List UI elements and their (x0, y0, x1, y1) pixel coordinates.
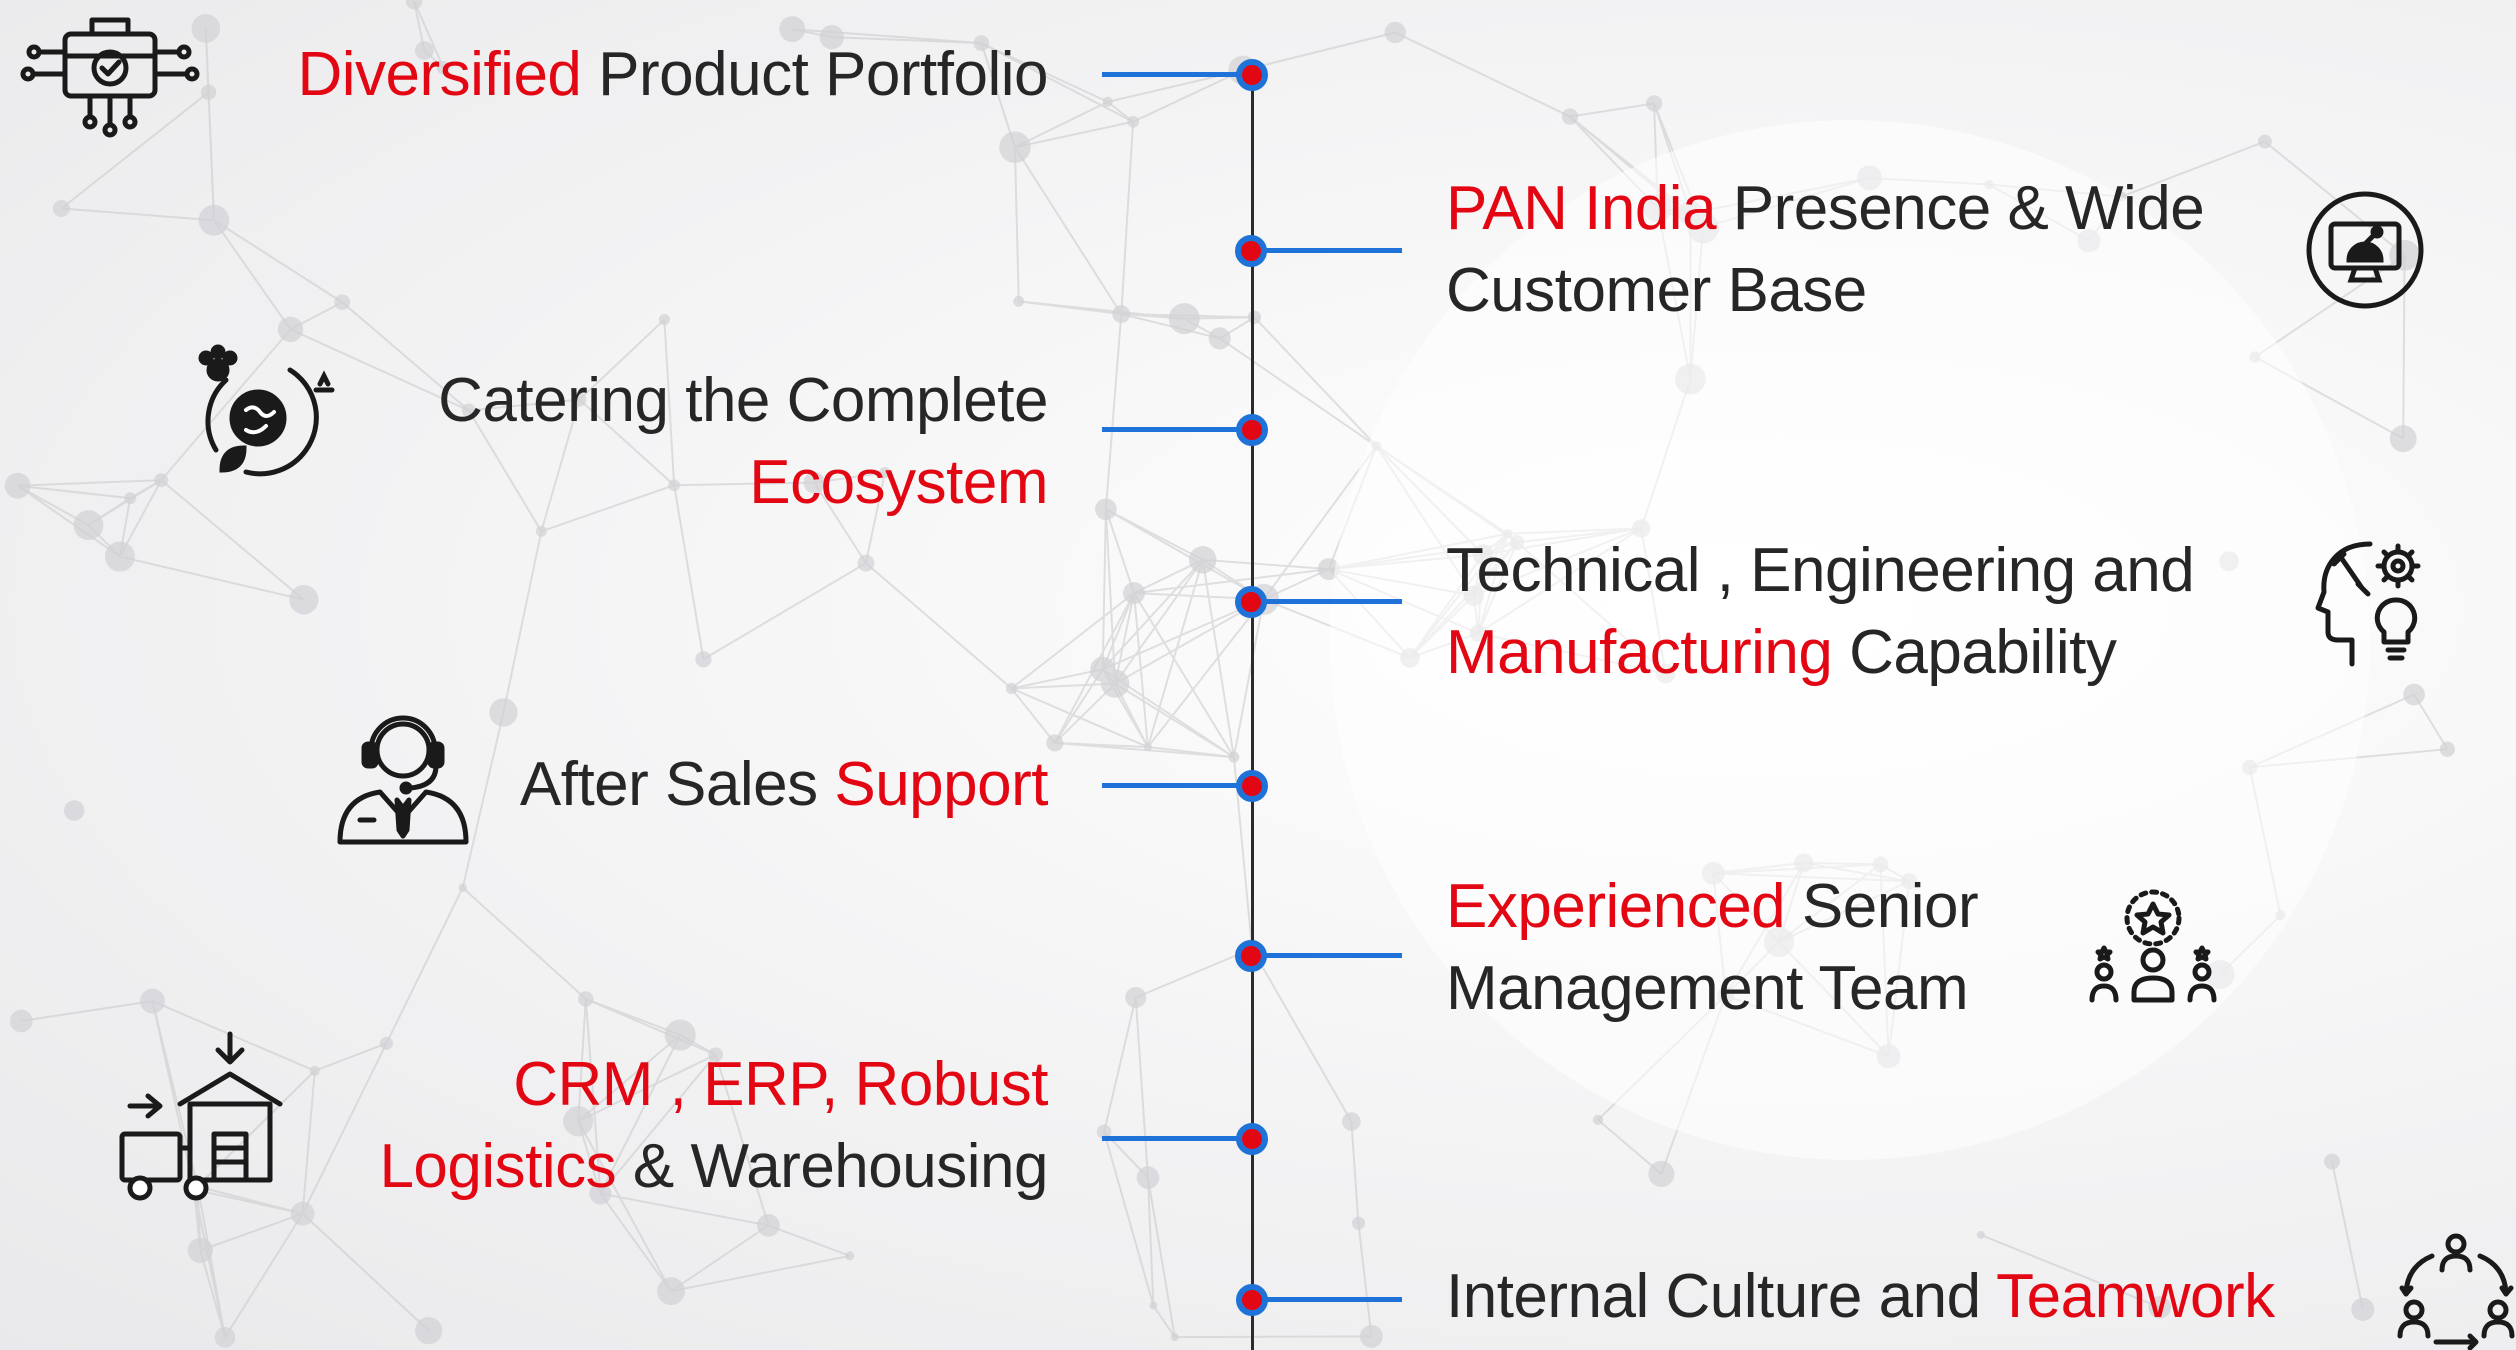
timeline-dot-7 (1236, 1123, 1268, 1155)
timeline-dot-6 (1235, 940, 1267, 972)
timeline-spine (1251, 70, 1254, 1350)
item-label-ecosystem: Catering the Complete Ecosystem (438, 366, 1048, 517)
ecosystem-globe-icon (186, 340, 336, 490)
warehouse-truck-icon (118, 1030, 284, 1202)
timeline-dot-1 (1236, 59, 1268, 91)
connector-7 (1102, 1136, 1252, 1141)
item-label-teamwork: Internal Culture and Teamwork (1446, 1262, 2275, 1331)
connector-2 (1252, 248, 1402, 253)
connector-4 (1252, 599, 1402, 604)
monitor-globe-icon (2305, 190, 2425, 310)
item-label-experienced-team: Experienced Senior Management Team (1446, 872, 1979, 1023)
item-label-diversified-portfolio: Diversified Product Portfolio (297, 40, 1049, 109)
item-label-after-sales: After Sales Support (519, 750, 1049, 819)
connector-6 (1252, 953, 1402, 958)
teamwork-cycle-icon (2397, 1230, 2515, 1350)
connector-8 (1252, 1297, 1402, 1302)
item-label-technical: Technical , Engineering and Manufacturin… (1446, 536, 2195, 687)
item-label-crm-logistics: CRM , ERP, Robust Logistics & Warehousin… (379, 1050, 1048, 1201)
timeline-dot-8 (1236, 1284, 1268, 1316)
connector-3 (1102, 427, 1252, 432)
timeline-dot-4 (1235, 586, 1267, 618)
timeline-dot-5 (1236, 770, 1268, 802)
head-gears-bulb-icon (2315, 536, 2426, 676)
timeline-dot-3 (1236, 414, 1268, 446)
briefcase-circuit-icon (20, 6, 200, 138)
connector-5 (1102, 783, 1252, 788)
headset-support-icon (336, 706, 470, 846)
connector-1 (1102, 72, 1252, 77)
item-label-pan-india: PAN India Presence & Wide Customer Base (1446, 174, 2205, 325)
team-star-icon (2089, 888, 2217, 1008)
timeline-dot-2 (1235, 235, 1267, 267)
